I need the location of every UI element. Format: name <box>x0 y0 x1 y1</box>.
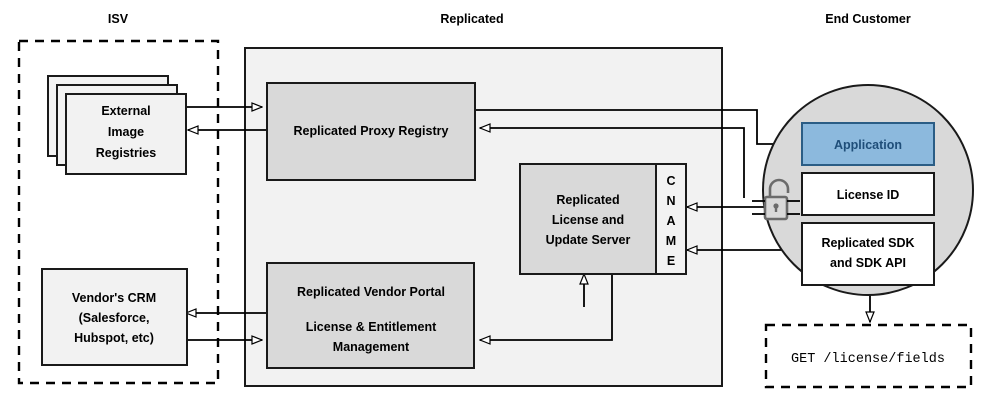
external-image-registries[interactable] <box>65 93 187 175</box>
vendors-crm-label-line3: Hubspot, etc) <box>74 331 154 345</box>
vendor-portal-label-line2: License & Entitlement <box>306 320 437 334</box>
external-image-registries-label-line2: Image <box>108 125 144 139</box>
api-request-label: GET /license/fields <box>791 352 945 367</box>
replicated-sdk-label-line2: and SDK API <box>830 256 906 270</box>
license-server-label-line3: Update Server <box>546 233 631 247</box>
external-image-registries-label-line3: Registries <box>96 146 156 160</box>
replicated-license-and-update-server[interactable] <box>519 163 657 275</box>
replicated-sdk-box[interactable] <box>801 222 935 286</box>
vendors-crm-label-line2: (Salesforce, <box>79 311 150 325</box>
cname-letter-a: A <box>666 214 675 228</box>
replicated-sdk-label-line1: Replicated SDK <box>821 236 914 250</box>
lane-title-isv: ISV <box>108 12 129 26</box>
vendor-portal-label-line1: Replicated Vendor Portal <box>297 285 445 299</box>
lane-title-replicated: Replicated <box>440 12 503 26</box>
application-box[interactable] <box>801 122 935 166</box>
connector-customer-to-proxy <box>480 128 745 198</box>
license-server-label-line1: Replicated <box>556 193 619 207</box>
replicated-proxy-registry[interactable] <box>266 82 476 181</box>
license-id-box[interactable] <box>801 172 935 216</box>
vendors-crm-label-line1: Vendor's CRM <box>72 291 156 305</box>
unlock-icon <box>752 178 800 221</box>
cname-letter-n: N <box>666 194 675 208</box>
license-id-label: License ID <box>837 188 900 202</box>
cname-letter-c: C <box>666 174 675 188</box>
vendors-crm[interactable] <box>41 268 188 366</box>
connector-license-server-to-vendor-portal <box>480 274 613 340</box>
lane-title-end-customer: End Customer <box>825 12 911 26</box>
api-request-boundary <box>764 323 973 389</box>
cname-box[interactable] <box>655 163 687 275</box>
license-server-label-line2: License and <box>552 213 624 227</box>
vendor-portal-label-line3: Management <box>333 340 410 354</box>
cname-letter-m: M <box>666 234 676 248</box>
cname-letter-e: E <box>667 254 675 268</box>
external-image-registries-label-line1: External <box>101 104 150 118</box>
isv-boundary <box>17 39 220 385</box>
replicated-vendor-portal[interactable] <box>266 262 475 369</box>
application-label: Application <box>834 138 902 152</box>
replicated-proxy-registry-label: Replicated Proxy Registry <box>294 124 449 138</box>
